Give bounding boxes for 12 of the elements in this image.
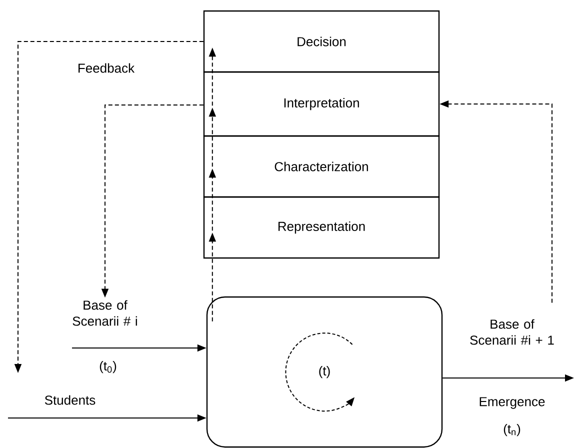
layer-box: Characterization xyxy=(203,135,440,198)
edge-label: Emergence xyxy=(480,397,545,409)
scenario-text: Base of Scenarii #i + 1 xyxy=(470,319,554,345)
scenario-text: Base of Scenarii # i xyxy=(72,300,137,326)
edge-label: Students xyxy=(44,395,96,405)
layer-box: Representation xyxy=(203,196,440,259)
time-label: (t$_{0}$) xyxy=(100,360,116,374)
layer-box: Interpretation xyxy=(203,71,440,137)
edge-label: Feedback xyxy=(78,63,135,73)
time-label: (t$_{n}$) xyxy=(504,424,520,436)
layer-box: Decision xyxy=(203,10,440,73)
process-box: (t) xyxy=(206,296,443,448)
